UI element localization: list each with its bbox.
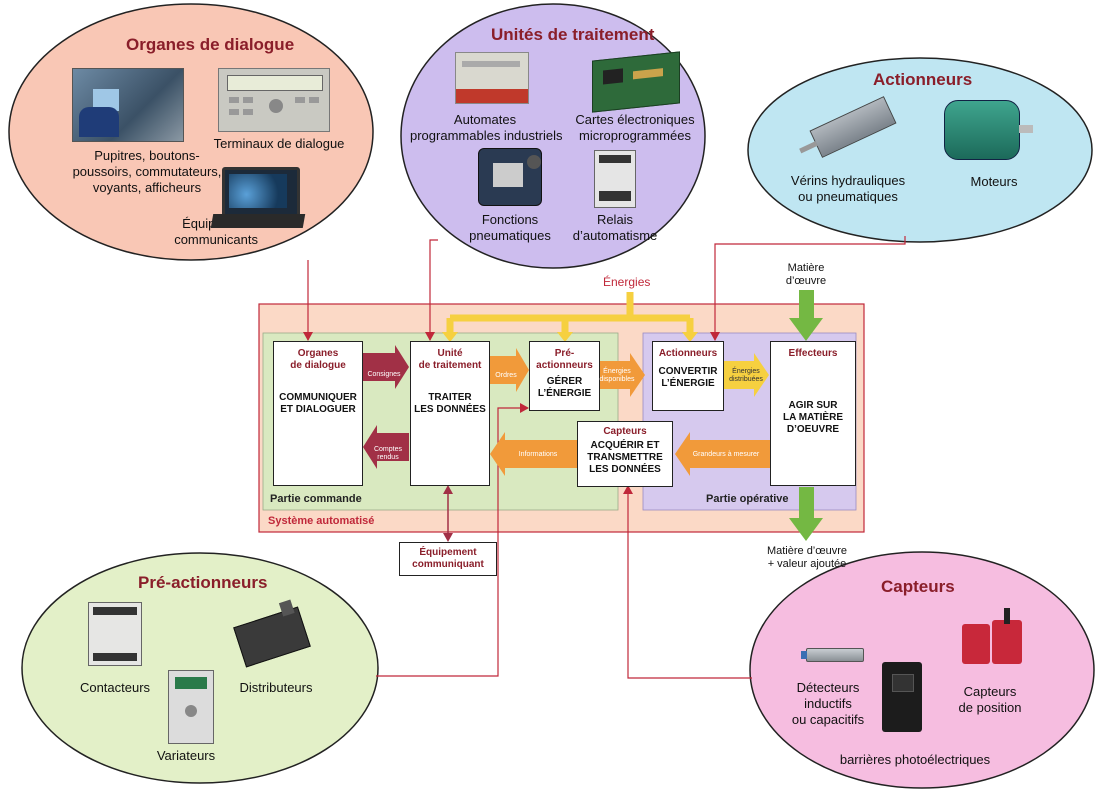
- pupitre-photo: [72, 68, 184, 142]
- systeme-label: Système automatisé: [268, 515, 375, 527]
- capteurs-title: Capteurs: [881, 577, 955, 596]
- box-capteurs-title: Capteurs: [603, 426, 647, 437]
- unites-label-cartes: Cartes électroniques microprogrammées: [575, 112, 695, 143]
- matiere-oeuvre-label: Matière d’œuvre: [785, 262, 827, 287]
- actionneurs-title: Actionneurs: [873, 70, 973, 89]
- capteurs-label-detecteurs: Détecteurs inductifs ou capacitifs: [791, 680, 865, 727]
- capteurs-label-position: Capteurs de position: [958, 684, 1022, 715]
- barriere-photo: [882, 662, 922, 732]
- partie-operative-label: Partie opérative: [706, 493, 789, 505]
- box-effecteurs-body: AGIR SUR LA MATIÈRE D’OEUVRE: [783, 400, 843, 435]
- arrow-informations: [490, 432, 577, 476]
- box-capteurs: Capteurs ACQUÉRIR ET TRANSMETTRE LES DON…: [577, 421, 673, 487]
- ordres-label: Ordres: [495, 372, 517, 379]
- organes-title: Organes de dialogue: [126, 35, 295, 54]
- laptop-photo: [222, 167, 300, 219]
- preactionneurs-label-variateurs: Variateurs: [156, 748, 216, 763]
- preactionneurs-title: Pré-actionneurs: [138, 573, 268, 592]
- box-effecteurs: Effecteurs AGIR SUR LA MATIÈRE D’OEUVRE: [770, 341, 856, 486]
- energies-label: Énergies: [603, 275, 651, 289]
- box-actionneurs: Actionneurs CONVERTIR L’ÉNERGIE: [652, 341, 724, 411]
- arrow-ordres: [490, 348, 529, 392]
- box-effecteurs-title: Effecteurs: [788, 348, 838, 359]
- informations-label: Informations: [518, 451, 558, 458]
- matiere-sortie-label: Matière d’œuvre + valeur ajoutée: [766, 545, 848, 570]
- box-preact-title: Pré- actionneurs: [536, 348, 593, 371]
- automate-photo: [455, 52, 529, 104]
- preactionneurs-label-distributeurs: Distributeurs: [239, 680, 313, 695]
- arrow-matiere-out: [789, 487, 823, 541]
- energies-distrib-label: Énergies distribuées: [729, 368, 763, 383]
- comptes-rendus-label: Comptes rendus: [373, 446, 402, 461]
- box-equipement-title: Équipement communiquant: [412, 547, 484, 570]
- relais-photo: [594, 150, 636, 208]
- detecteur-photo: [801, 648, 864, 662]
- box-organes-dialogue: Organes de dialogue COMMUNIQUER ET DIALO…: [273, 341, 363, 486]
- arrow-energies-dispo: [598, 353, 645, 397]
- partie-commande-label: Partie commande: [270, 493, 362, 505]
- unites-title: Unités de traitement: [491, 25, 655, 44]
- unites-label-fonctions: Fonctions pneumatiques: [469, 212, 551, 243]
- variateur-photo: [168, 670, 214, 744]
- box-organes-title: Organes de dialogue: [290, 348, 346, 371]
- consignes-label: Consignes: [367, 371, 401, 378]
- pneumatique-photo: [478, 148, 542, 206]
- box-unite-body: TRAITER LES DONNÉES: [414, 392, 486, 415]
- actionneurs-label-moteurs: Moteurs: [970, 174, 1018, 189]
- arrow-comptes-rendus: [363, 425, 409, 469]
- carte-photo: [592, 51, 680, 113]
- actionneurs-label-verins: Vérins hydrauliques ou pneumatiques: [790, 173, 906, 204]
- grandeurs-label: Grandeurs à mesurer: [692, 451, 760, 458]
- contacteur-photo: [88, 602, 142, 666]
- arrow-matiere-in: [789, 290, 823, 341]
- box-unite-title: Unité de traitement: [418, 348, 482, 371]
- unites-label-automates: Automates programmables industriels: [410, 112, 563, 143]
- moteur-photo: [944, 100, 1033, 160]
- box-actionneurs-body: CONVERTIR L’ÉNERGIE: [658, 366, 718, 389]
- box-actionneurs-title: Actionneurs: [658, 348, 718, 359]
- arrow-energies-distrib: [724, 353, 769, 397]
- arrow-grandeurs: [675, 432, 770, 476]
- box-preact-body: GÉRER L’ÉNERGIE: [537, 376, 592, 399]
- capteurs-label-barrieres: barrières photoélectriques: [839, 752, 991, 767]
- box-equipement-communiquant: Équipement communiquant: [399, 542, 497, 576]
- position-photo: [962, 608, 1026, 666]
- box-unite-traitement: Unité de traitement TRAITER LES DONNÉES: [410, 341, 490, 486]
- box-capteurs-body: ACQUÉRIR ET TRANSMETTRE LES DONNÉES: [587, 440, 663, 475]
- energies-dispo-label: Énergies disponibles: [599, 368, 635, 383]
- organes-label-terminaux: Terminaux de dialogue: [213, 136, 345, 151]
- preactionneurs-label-contacteurs: Contacteurs: [79, 680, 151, 695]
- laptop-base: [210, 214, 306, 228]
- box-preactionneurs: Pré- actionneurs GÉRER L’ÉNERGIE: [529, 341, 600, 411]
- unites-label-relais: Relais d’automatisme: [572, 212, 658, 243]
- box-organes-body: COMMUNIQUER ET DIALOGUER: [279, 392, 357, 415]
- terminal-photo: [218, 68, 330, 132]
- organes-label-pupitres: Pupitres, boutons- poussoirs, commutateu…: [72, 148, 222, 195]
- arrow-consignes: [363, 345, 409, 389]
